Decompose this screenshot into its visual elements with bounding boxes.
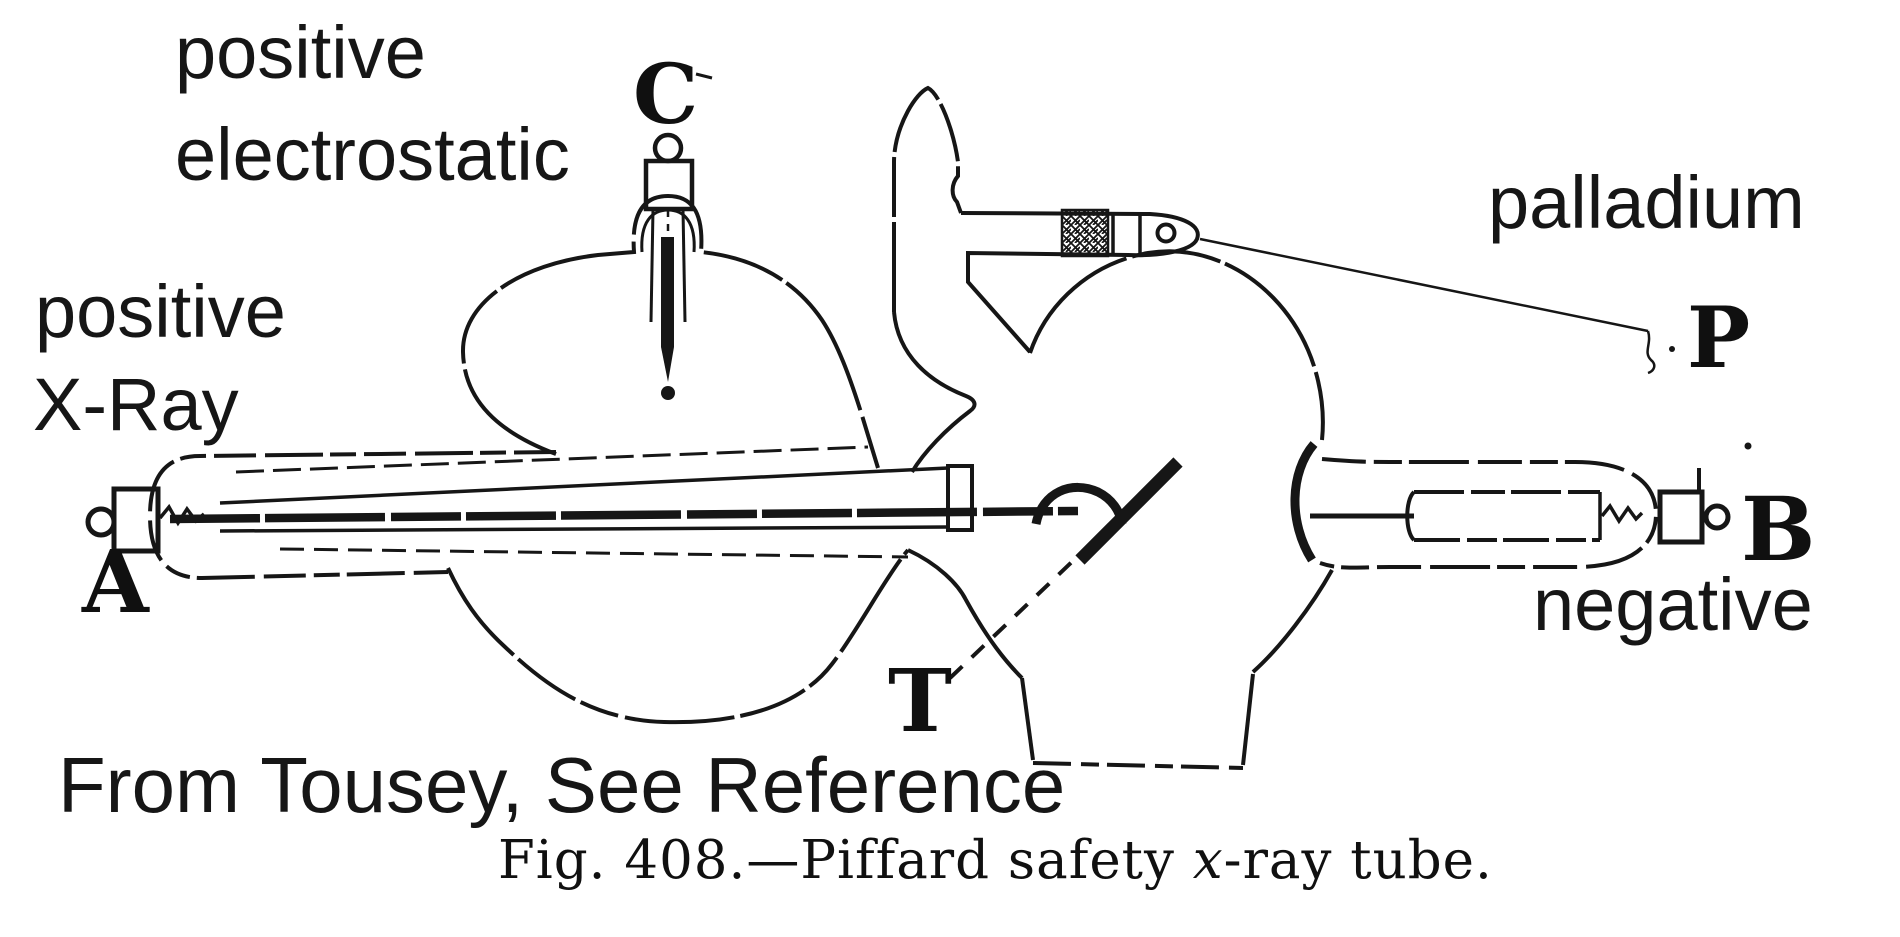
c-stem-glass-right	[681, 208, 687, 323]
right-neck-crescent	[1290, 441, 1318, 563]
label-positive-electrostatic-line2: electrostatic	[175, 113, 570, 196]
label-positive-xray-line2: X-Ray	[33, 363, 239, 446]
chimney-to-bulb-hook	[892, 311, 977, 474]
palladium-leader-hook	[1646, 330, 1656, 375]
label-T: T	[888, 651, 952, 752]
label-A: A	[81, 532, 150, 633]
anode-rod	[169, 506, 1079, 524]
caption-suffix: -ray tube.	[1224, 830, 1493, 891]
palladium-tube-hole	[1155, 222, 1177, 244]
cathode-cap	[1657, 489, 1705, 545]
cathode-glass-tube	[1319, 457, 1659, 570]
anode-cone-bottom	[219, 525, 949, 533]
label-B: B	[1741, 477, 1815, 581]
anode-arm	[85, 445, 1079, 581]
waist-bottom-outline	[907, 548, 1024, 680]
anode-glass-tube	[147, 450, 557, 581]
c-rod-tip	[661, 347, 674, 382]
figure-credit: From Tousey, See Reference	[58, 741, 1065, 829]
label-C: C	[633, 47, 698, 143]
label-P: P	[1687, 288, 1750, 387]
palladium-hatch-block	[1060, 208, 1110, 258]
cathode-arm	[1310, 442, 1752, 570]
side-arm-outline	[960, 211, 1200, 354]
cathode-ring-terminal	[1703, 503, 1731, 531]
pedestal	[1020, 673, 1255, 770]
annotation-labels: positive electrostatic positive X-Ray pa…	[33, 11, 1813, 829]
chimney	[892, 85, 977, 474]
c-tick-mark	[695, 72, 713, 80]
palladium-leader-line	[1199, 237, 1649, 333]
figure-caption: Fig. 408.—Piffard safety x-ray tube.	[498, 830, 1493, 891]
label-negative: negative	[1533, 563, 1813, 646]
cathode-squiggle	[1600, 502, 1644, 525]
left-bulb-top-outline	[460, 193, 880, 469]
b-label-dot	[1744, 442, 1752, 450]
part-letter-labels: C A P B T	[81, 47, 1815, 752]
anode-cone-top	[219, 466, 949, 505]
inner-wall-dashed-top	[235, 445, 869, 474]
cathode-cylinder-left-cap	[1405, 490, 1416, 542]
right-bulb-lower-right	[1251, 569, 1334, 674]
label-positive-xray-line1: positive	[35, 270, 286, 353]
target-plate	[1075, 457, 1183, 565]
anode-collar	[946, 464, 974, 532]
target-leader-dashed	[948, 556, 1078, 680]
palladium-side-arm	[960, 208, 1675, 375]
label-positive-electrostatic-line1: positive	[175, 11, 426, 94]
pedestal-bottom	[1032, 761, 1244, 770]
label-palladium: palladium	[1488, 161, 1805, 244]
electrostatic-electrode-assembly	[640, 72, 713, 400]
c-stem-glass-left	[649, 208, 655, 323]
target-assembly	[948, 457, 1183, 680]
inner-wall-dashed-bottom	[279, 547, 909, 559]
left-bulb	[446, 193, 910, 725]
pedestal-left-wall	[1020, 677, 1035, 761]
left-bulb-bottom-outline	[446, 548, 910, 725]
c-inner-rod	[661, 237, 674, 347]
right-bulb	[907, 249, 1334, 680]
c-rod-tip-blob	[661, 386, 675, 400]
right-bulb-dome	[1028, 249, 1325, 441]
palladium-leader-dot	[1669, 346, 1675, 352]
anode-cap	[111, 486, 161, 554]
rod-end-arc	[1031, 483, 1127, 526]
caption-prefix: Fig. 408.—Piffard safety	[498, 830, 1193, 891]
caption-italic-x: x	[1193, 830, 1224, 891]
c-dome-inner-arch	[640, 208, 696, 253]
pedestal-right-wall	[1241, 673, 1255, 766]
chimney-outline	[892, 85, 963, 312]
